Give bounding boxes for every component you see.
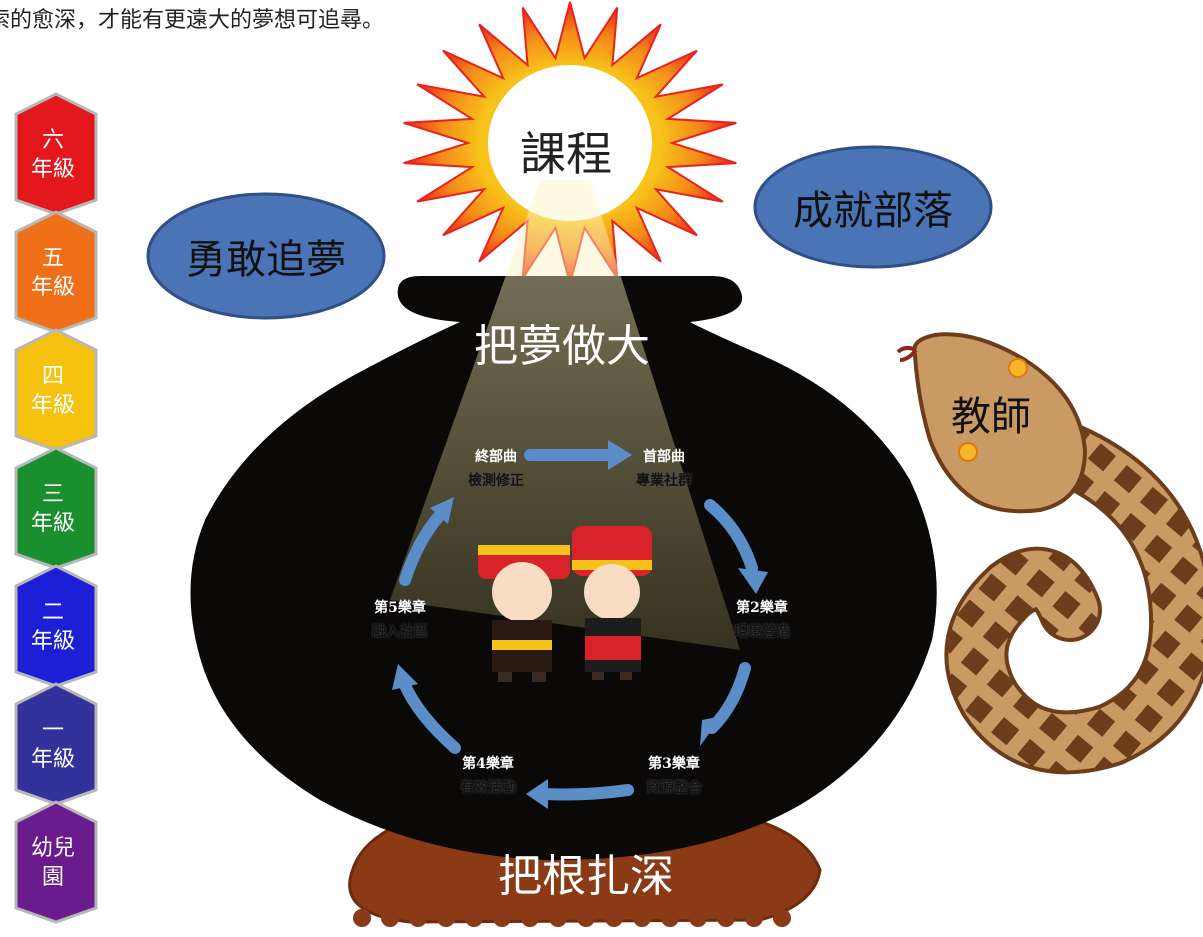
clay-bump [717, 909, 735, 927]
stage-title: 終部曲 [475, 449, 517, 465]
clay-base-bumps [353, 909, 791, 927]
grade-badge-shape [14, 92, 98, 216]
cycle-arrows [392, 440, 768, 809]
arrow-up-right-icon [399, 509, 446, 586]
intro-text: 索的愈深，才能有更遠大的夢想可追尋。 [0, 8, 385, 33]
stage-title: 第2樂章 [736, 600, 788, 616]
sun-icon [403, 1, 737, 285]
arrow-up-left-icon [399, 679, 461, 754]
bubble-left-shape [146, 192, 386, 320]
grade-badge-2: 二 年級 [10, 564, 102, 688]
bubble-right-shape [753, 145, 993, 269]
grade-label: 一 年級 [30, 718, 75, 772]
indigenous-children-illustration [478, 526, 652, 682]
grade-badge-4: 四 年級 [10, 328, 102, 452]
cycle-stage-4: 第4樂章 有效活動 [428, 752, 548, 800]
arrow-left-icon [539, 784, 634, 801]
clay-bump [661, 909, 679, 927]
grade-badge-shape [14, 564, 98, 688]
clay-bump [577, 909, 595, 927]
arrowhead-icon [430, 497, 454, 524]
stage-subtitle: 專業社群 [636, 473, 692, 489]
arrowhead-icon [608, 440, 632, 470]
arrowhead-icon [700, 716, 722, 746]
stage-title: 首部曲 [643, 449, 685, 465]
clay-bump [353, 909, 371, 927]
grade-label: 五 年級 [30, 246, 75, 300]
grade-label: 幼兒 園 [30, 836, 75, 890]
stage-subtitle: 有效活動 [460, 780, 516, 796]
stage-title: 第5樂章 [374, 600, 426, 616]
grade-badge-shape [14, 210, 98, 334]
grade-label: 二 年級 [30, 600, 75, 654]
cycle-stage-3: 第3樂章 資源整合 [614, 752, 734, 800]
clay-bump [773, 909, 791, 927]
pot-top-text: 把夢做大 [474, 321, 650, 372]
grade-ladder: 六 年級 五 年級 四 年級 三 年級 二 年級 一 年級 幼兒 園 [10, 92, 102, 924]
cycle-stage-2: 第2樂章 環境營造 [702, 596, 822, 644]
cycle-stage-first: 首部曲 專業社群 [604, 445, 724, 493]
arrowhead-icon [526, 779, 548, 809]
clay-bump [521, 909, 539, 927]
stage-subtitle: 資源整合 [646, 780, 702, 796]
arrow-down-right-icon [704, 499, 758, 574]
bubble-tribe-achievement: 成就部落 [793, 188, 953, 234]
clay-bump [381, 909, 399, 927]
sun-label-curriculum: 課程 [520, 127, 612, 181]
grade-label: 四 年級 [30, 364, 75, 418]
grade-badge-shape [14, 328, 98, 452]
clay-bump [465, 909, 483, 927]
clay-bump [633, 909, 651, 927]
cycle-stage-5: 第5樂章 融入社區 [340, 596, 460, 644]
stage-title: 第3樂章 [648, 756, 700, 772]
arrowhead-icon [738, 568, 768, 594]
grade-badge-kindergarten: 幼兒 園 [10, 800, 102, 924]
stage-title: 第4樂章 [462, 756, 514, 772]
clay-bump [549, 909, 567, 927]
pot-bottom-text: 把根扎深 [498, 851, 674, 902]
grade-badge-1: 一 年級 [10, 682, 102, 806]
grade-badge-shape [14, 682, 98, 806]
arrowhead-icon [392, 664, 418, 690]
clay-bump [437, 909, 455, 927]
stage-subtitle: 環境營造 [734, 624, 790, 640]
bubble-brave-dream: 勇敢追夢 [186, 237, 346, 283]
snake-label-teacher: 教師 [951, 394, 1031, 440]
cycle-stage-finale: 終部曲 檢測修正 [436, 445, 556, 493]
grade-label: 六 年級 [30, 128, 75, 182]
grade-badge-shape [14, 446, 98, 570]
stage-subtitle: 檢測修正 [468, 473, 524, 489]
grade-badge-shape [14, 800, 98, 924]
clay-bump [689, 909, 707, 927]
clay-bump [605, 909, 623, 927]
stage-subtitle: 融入社區 [372, 624, 428, 640]
clay-bump [493, 909, 511, 927]
grade-label: 三 年級 [30, 482, 75, 536]
snake-illustration [896, 332, 1203, 775]
clay-bump [745, 909, 763, 927]
grade-badge-6: 六 年級 [10, 92, 102, 216]
grade-badge-5: 五 年級 [10, 210, 102, 334]
light-beam [390, 180, 740, 650]
grade-badge-3: 三 年級 [10, 446, 102, 570]
clay-bump [409, 909, 427, 927]
